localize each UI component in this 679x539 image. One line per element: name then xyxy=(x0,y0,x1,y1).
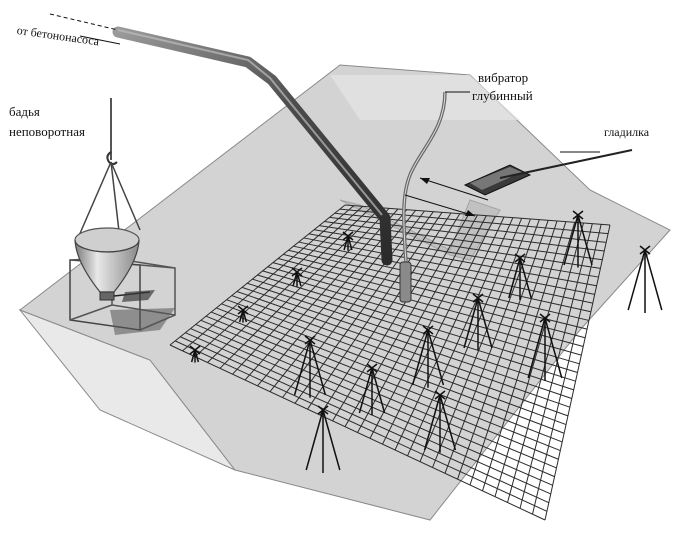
rebar-line xyxy=(282,210,425,398)
rebar-line xyxy=(407,217,514,457)
rebar-line xyxy=(307,212,443,410)
rebar-line xyxy=(319,212,452,416)
trowel-arrowhead-lower xyxy=(465,210,475,216)
bucket-label-line2: неповоротная xyxy=(9,124,85,139)
sling-left xyxy=(77,161,112,239)
sling-back xyxy=(110,161,121,241)
vibrator-head xyxy=(399,261,412,303)
rebar-line xyxy=(457,220,549,480)
trowel-label: гладилка xyxy=(604,125,650,139)
bucket-frame-edge xyxy=(139,264,176,269)
rebar-line xyxy=(169,204,346,346)
bucket-frame-edge xyxy=(69,304,113,321)
rebar-line xyxy=(232,207,390,375)
rebar-supports xyxy=(189,210,663,473)
rebar-support-tripod xyxy=(291,267,303,287)
trowel-blade-top xyxy=(470,167,522,190)
rebar-line xyxy=(532,224,602,515)
pump-pipe xyxy=(49,13,393,266)
trowel-arrowhead-upper xyxy=(420,178,430,184)
rebar-line xyxy=(394,216,505,451)
rebar-support-tripod xyxy=(423,390,457,453)
rebar-support-tripod xyxy=(463,293,493,351)
rebar-line xyxy=(244,208,399,381)
bucket-label-line1: бадья xyxy=(9,104,40,119)
pump-pipe-highlight xyxy=(117,29,383,216)
rebar-line xyxy=(194,205,364,358)
trowel-handle xyxy=(499,149,633,179)
rebar-support-tripod xyxy=(237,305,249,323)
trowel-arrow-lower xyxy=(404,194,476,217)
rebar-support-tripod xyxy=(358,363,386,416)
deep-vibrator xyxy=(399,91,470,303)
rebar-line xyxy=(182,205,355,352)
rebar-line xyxy=(482,221,567,491)
trowel-arrow-upper xyxy=(419,177,489,201)
sling-right xyxy=(110,161,141,231)
rebar-support-tripod xyxy=(189,345,201,363)
rebar-line xyxy=(357,214,478,433)
rebar-mesh xyxy=(169,204,611,521)
trowel xyxy=(404,149,633,217)
rebar-support-tripod xyxy=(342,231,354,251)
rebar-support-tripod xyxy=(305,405,341,473)
rebar-line xyxy=(519,223,593,509)
rebar-line xyxy=(369,215,487,439)
rebar-line xyxy=(469,220,558,486)
bucket-gate xyxy=(99,291,115,301)
rebar-line xyxy=(219,207,381,369)
rebar-support-tripod xyxy=(508,253,532,300)
rebar-line xyxy=(419,218,523,462)
rebar-line xyxy=(544,224,611,521)
concrete-slab xyxy=(18,64,671,521)
pump-direction-line xyxy=(49,13,119,31)
rebar-line xyxy=(382,216,496,445)
vibrator-label-line2: глубинный xyxy=(472,88,533,103)
rebar-support-tripod xyxy=(293,335,327,398)
vibrator-label-line1: вибратор xyxy=(478,70,529,85)
rebar-support-tripod xyxy=(627,245,663,313)
slab-top-surface xyxy=(18,64,671,521)
rebar-support-tripod xyxy=(411,325,445,388)
rebar-support-tripod xyxy=(563,210,593,268)
vibrator-hose-highlight xyxy=(403,91,446,263)
bucket-chute xyxy=(122,290,155,302)
concrete-bucket xyxy=(69,98,176,335)
crane-hook-icon xyxy=(106,151,118,165)
pump-leader-line xyxy=(79,35,121,45)
slab-ridge-highlight xyxy=(330,75,520,120)
rebar-line xyxy=(494,222,576,497)
bucket-shadow xyxy=(110,308,175,335)
bucket-cone xyxy=(74,239,140,293)
rebar-line xyxy=(332,213,461,422)
rebar-support-tripod xyxy=(527,313,563,381)
